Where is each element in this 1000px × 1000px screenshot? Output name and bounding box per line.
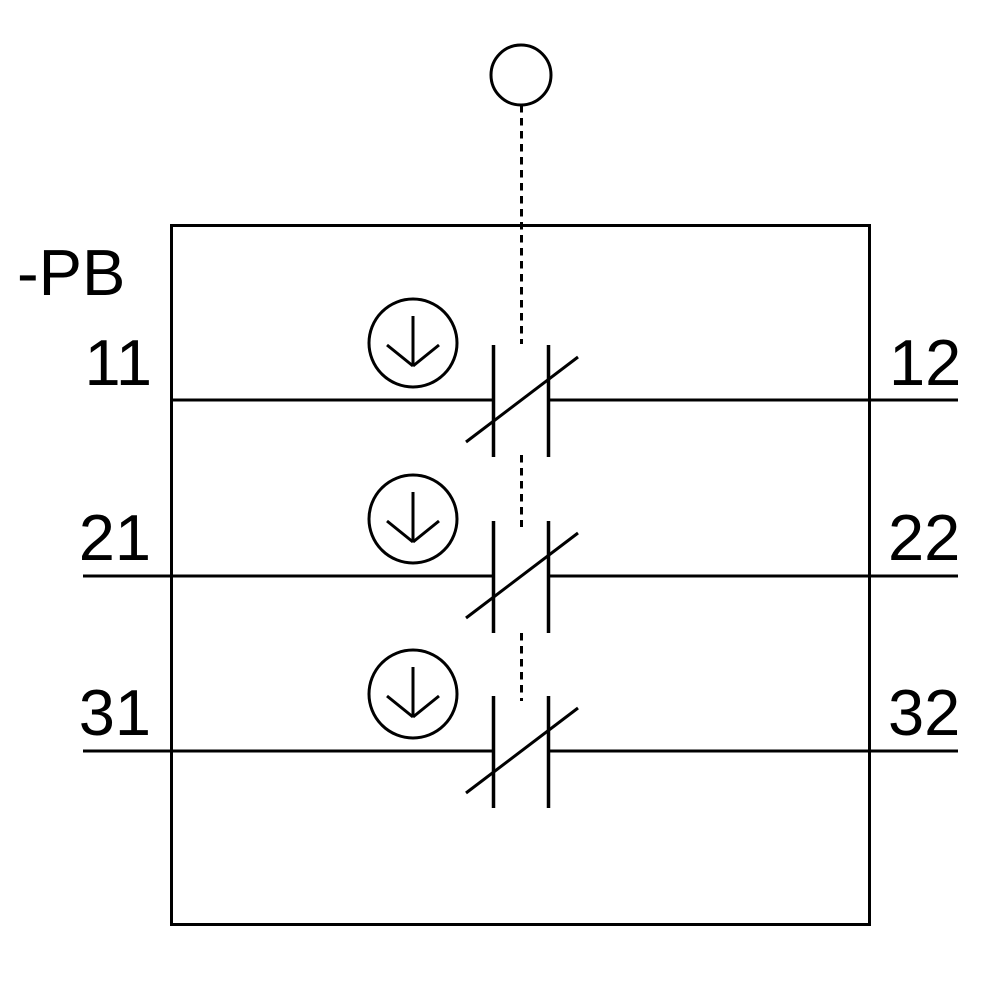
- actuator-circle: [367, 473, 459, 565]
- nc-contact-slash: [465, 706, 579, 795]
- contact-row-2: [83, 473, 958, 633]
- nc-contact-slash: [465, 355, 579, 444]
- actuator-down-arrow-icon: [367, 473, 459, 565]
- arrow-wing-left: [386, 343, 414, 368]
- terminal-label-11: 11: [85, 326, 152, 399]
- terminal-label-22: 22: [888, 501, 960, 574]
- arrow-wing-left: [386, 519, 414, 544]
- actuator-down-arrow-icon: [367, 297, 459, 389]
- arrow-wing-left: [386, 694, 414, 719]
- contact-row-3: [83, 648, 958, 808]
- pushbutton-head-icon: [489, 43, 553, 107]
- arrow-wing-right: [412, 343, 440, 368]
- actuator-down-arrow-icon: [367, 648, 459, 740]
- terminal-label-31: 31: [79, 676, 151, 749]
- contact-row-1: [171, 297, 958, 457]
- terminal-label-21: 21: [79, 501, 151, 574]
- nc-contact-slash: [465, 531, 579, 620]
- arrow-wing-right: [412, 694, 440, 719]
- actuator-circle: [367, 297, 459, 389]
- arrow-wing-right: [412, 519, 440, 544]
- actuator-circle: [367, 648, 459, 740]
- device-label: -PB: [17, 236, 125, 309]
- terminal-label-32: 32: [888, 676, 960, 749]
- terminal-label-12: 12: [889, 326, 961, 399]
